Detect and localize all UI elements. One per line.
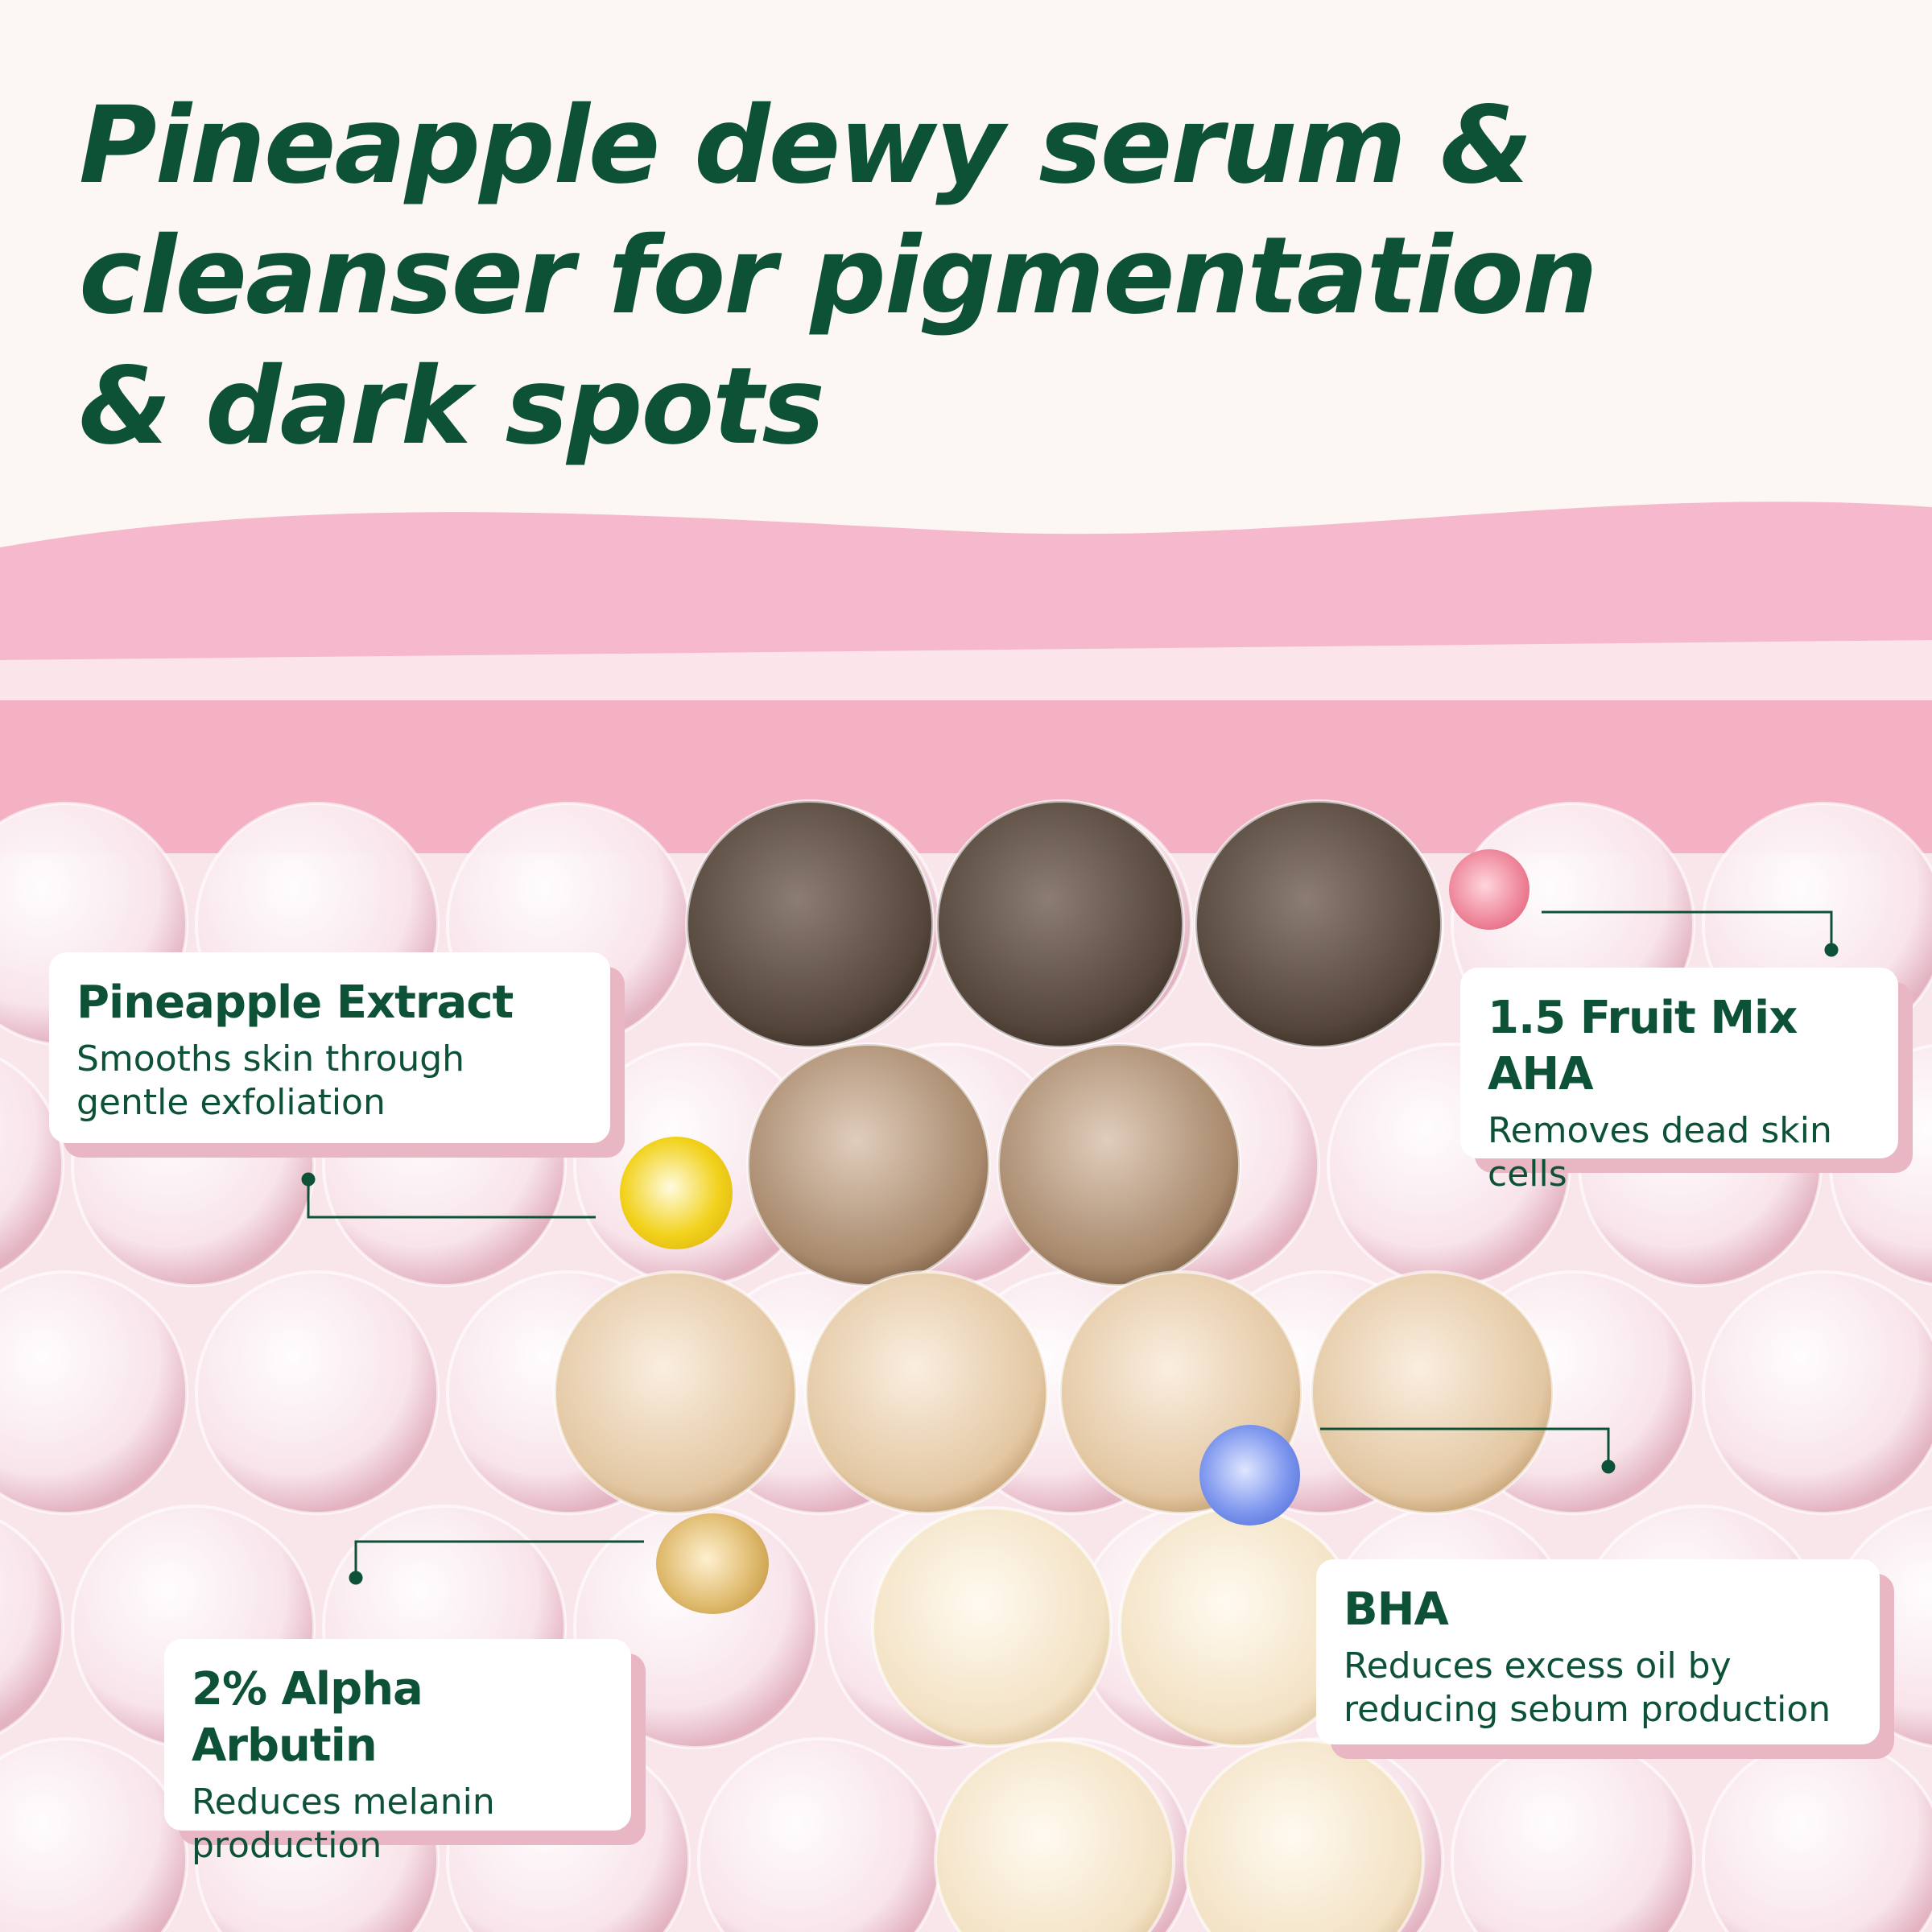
ingredient-name: Pineapple Extract <box>76 976 514 1029</box>
dark-pigment-bubble <box>1194 799 1443 1049</box>
dark-pigment-bubble <box>685 799 935 1049</box>
light-pigment-bubble <box>871 1506 1113 1748</box>
alpha-arbutin-icon <box>656 1513 769 1614</box>
tan-pigment-bubble <box>553 1270 798 1515</box>
dark-pigment-bubble <box>935 799 1185 1049</box>
ingredient-name: 2% Alpha Arbutin <box>192 1663 423 1772</box>
medium-pigment-bubble <box>997 1042 1241 1287</box>
ingredient-description: Smooths skin through gentle exfoliation <box>76 1038 465 1123</box>
light-pigment-bubble <box>934 1739 1175 1932</box>
fruit-aha-icon <box>1449 849 1530 930</box>
title-line: & dark spots <box>79 345 825 469</box>
ingredient-name: 1.5 Fruit Mix AHA <box>1488 992 1798 1100</box>
medium-pigment-bubble <box>746 1042 991 1287</box>
ingredient-description: Reduces excess oil by reducing sebum pro… <box>1344 1645 1831 1730</box>
pineapple-extract-icon <box>620 1137 733 1249</box>
clear-bubble <box>0 1519 64 1735</box>
ingredient-card-alpha-arbutin: 2% Alpha Arbutin Reduces melanin product… <box>164 1639 631 1866</box>
tan-pigment-bubble <box>1310 1270 1554 1515</box>
title-line: Pineapple dewy serum & <box>79 84 1533 208</box>
clear-bubble <box>0 1270 188 1515</box>
page-title: Pineapple dewy serum & cleanser for pigm… <box>79 80 1608 472</box>
light-pigment-bubble <box>1183 1739 1425 1932</box>
ingredient-description: Removes dead skin cells <box>1488 1110 1832 1195</box>
clear-bubble <box>1702 1270 1932 1515</box>
ingredient-card-bha: BHA Reduces excess oil by reducing sebum… <box>1316 1559 1880 1744</box>
clear-bubble <box>0 1057 64 1273</box>
ingredient-description: Reduces melanin production <box>192 1781 495 1866</box>
ingredient-name: BHA <box>1344 1583 1449 1636</box>
ingredient-card-fruit-mix-aha: 1.5 Fruit Mix AHA Removes dead skin cell… <box>1460 968 1898 1195</box>
tan-pigment-bubble <box>804 1270 1049 1515</box>
ingredient-card-pineapple-extract: Pineapple Extract Smooths skin through g… <box>49 952 610 1143</box>
clear-bubble <box>0 1737 188 1932</box>
title-line: cleanser for pigmentation <box>79 214 1598 338</box>
clear-bubble <box>195 1270 440 1515</box>
bha-icon <box>1199 1425 1300 1525</box>
